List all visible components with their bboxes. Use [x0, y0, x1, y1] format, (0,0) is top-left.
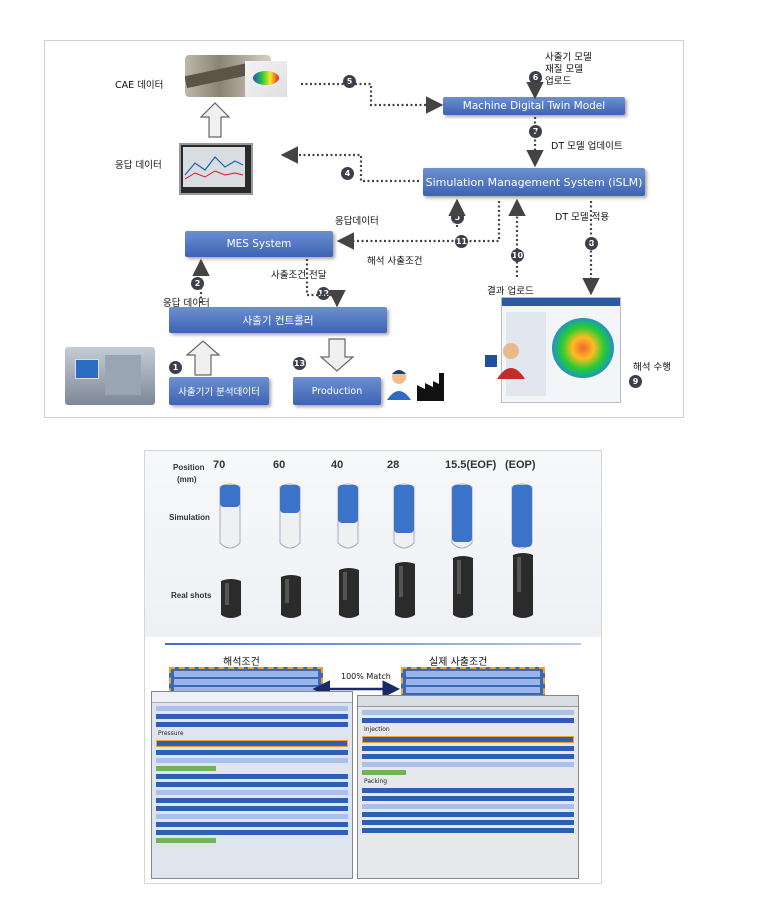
simulation-part-2 [335, 481, 361, 553]
operator-icon [485, 341, 529, 379]
step-9: 9 [629, 375, 642, 388]
analysis-software-screenshot: Pressure [151, 691, 353, 879]
real-shot-1 [279, 573, 303, 621]
simulation-part-0 [217, 481, 243, 553]
real-shot-5 [511, 551, 535, 621]
injection-machine-image [65, 347, 155, 405]
position-value-2: 40 [331, 459, 344, 471]
injection-condition-label: 사출조건 전달 [271, 270, 327, 281]
dt-update-label: DT 모델 업데이트 [551, 141, 623, 152]
step-6: 6 [529, 71, 542, 84]
cae-plot-image [245, 61, 287, 97]
step-2: 2 [191, 277, 204, 290]
production-box: Production [293, 377, 381, 405]
analysis-run-label: 해석 수행 [633, 362, 671, 373]
step-7: 7 [529, 125, 542, 138]
machine-controller-screenshot: Injection Packing [357, 695, 579, 879]
injection-label: Injection [364, 726, 390, 733]
simulation-part-1 [277, 481, 303, 553]
step-11: 11 [455, 235, 468, 248]
simulation-row-label: Simulation [169, 513, 210, 522]
islm-box: Simulation Management System (iSLM) [423, 168, 645, 196]
process-diagram-panel: Machine Digital Twin Model Simulation Ma… [44, 40, 684, 418]
real-shots-row-label: Real shots [171, 591, 212, 600]
upload-label-1: 사출기 모델 [545, 52, 592, 63]
unit-label: (mm) [177, 475, 197, 484]
response-data-2-label: 응답데이터 [335, 216, 379, 227]
step-4: 4 [341, 167, 354, 180]
factory-icon [417, 373, 447, 401]
injection-controller-box: 사출기 컨트롤러 [169, 307, 387, 333]
result-upload-label: 결과 업로드 [487, 286, 534, 297]
match-label: 100% Match [341, 672, 391, 681]
position-value-4: 15.5(EOF) [445, 459, 497, 471]
position-label: Position [173, 463, 205, 472]
dt-apply-label: DT 모델 적용 [555, 212, 610, 223]
step-10: 10 [511, 249, 524, 262]
position-value-1: 60 [273, 459, 286, 471]
packing-label: Packing [364, 778, 388, 785]
actual-condition-title: 실제 사출조건 [429, 657, 488, 668]
simulation-part-4 [449, 481, 475, 553]
position-value-0: 70 [213, 459, 226, 471]
response-data-3-label: 응답 데이터 [163, 298, 210, 309]
real-shot-4 [451, 554, 475, 621]
simulation-part-3 [391, 481, 417, 553]
position-value-5: (EOP) [505, 459, 536, 471]
step-1: 1 [169, 361, 182, 374]
analysis-condition-title: 해석조건 [223, 657, 260, 668]
step-13: 13 [293, 357, 306, 370]
cae-data-label: CAE 데이터 [115, 80, 164, 91]
step-12: 12 [317, 287, 330, 300]
step-8: 8 [585, 237, 598, 250]
response-graph-image [179, 143, 253, 195]
real-shot-0 [219, 577, 243, 621]
response-data-label: 응답 데이터 [115, 160, 162, 171]
step-3: 3 [451, 211, 464, 224]
simulation-part-5 [509, 481, 535, 553]
analysis-condition-label: 해석 사출조건 [367, 256, 423, 267]
mes-system-box: MES System [185, 231, 333, 257]
real-shot-3 [393, 560, 417, 621]
simulation-comparison-panel: Position (mm) Simulation Real shots 70 60… [144, 450, 602, 884]
pressure-label: Pressure [158, 730, 184, 737]
upload-label-3: 업로드 [545, 76, 572, 87]
real-shot-2 [337, 566, 361, 621]
worker-icon [385, 368, 413, 400]
machine-data-box: 사출기기 분석데이터 [169, 377, 269, 405]
step-5: 5 [343, 75, 356, 88]
upload-label-2: 재질 모델 [545, 64, 583, 75]
digital-twin-box: Machine Digital Twin Model [443, 97, 625, 115]
position-value-3: 28 [387, 459, 400, 471]
